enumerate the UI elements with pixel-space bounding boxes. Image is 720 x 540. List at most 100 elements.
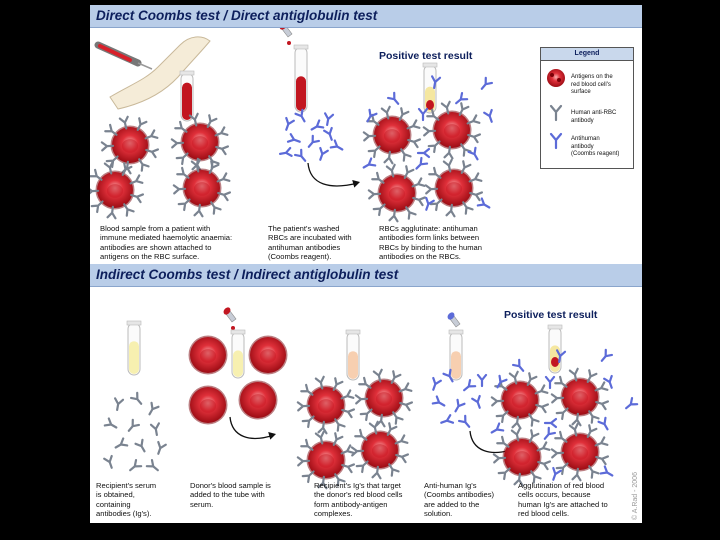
antibody: [190, 158, 201, 173]
coombs-antibody-1: [442, 368, 454, 383]
washed-rbc-tube: [293, 44, 309, 113]
antihuman-antibody-7: [278, 146, 293, 157]
antibody: [355, 460, 369, 474]
antibody: [535, 403, 550, 414]
antibody: [443, 145, 454, 160]
rbc-indirect-agglutinated-3: [550, 422, 610, 482]
antibody: [429, 198, 443, 212]
direct-arrow: [307, 162, 359, 187]
antibody: [460, 160, 472, 174]
antibody: [90, 200, 104, 214]
rbc-indirect-agglutinated-2: [492, 427, 552, 487]
indirect-arrow-1-head: [268, 431, 276, 440]
indirect-linking-antibody-5: [552, 466, 562, 481]
antibody: [412, 196, 427, 207]
linking-antibody-9: [431, 75, 442, 90]
antibody: [123, 203, 135, 217]
antibody: [511, 415, 522, 430]
indirect-linking-antibody-11: [511, 358, 525, 372]
antihuman-antibody-1: [294, 108, 306, 123]
rbc-complex-2: [296, 430, 356, 490]
antibody: [490, 396, 505, 407]
linking-antibody-7: [366, 108, 378, 123]
rbc-donor-3: [238, 380, 278, 420]
antibody: [588, 465, 600, 479]
antihuman-antibody-8: [293, 148, 307, 162]
rbc-direct-agglutinated-2: [367, 163, 427, 223]
antibody: [380, 105, 391, 120]
donor-tube: [230, 329, 246, 379]
indirect-caption-4: Anti-human Ig's (Coombs antibodies) are …: [424, 481, 495, 519]
linking-antibody-11: [386, 91, 400, 105]
antibody: [554, 375, 568, 388]
antibody: [368, 420, 379, 435]
antibody: [296, 401, 311, 412]
diagram-panel: Direct Coombs test / Direct antiglobulin…: [90, 5, 642, 523]
linking-antibody-10: [480, 76, 494, 90]
antibody: [210, 201, 222, 215]
complex-tube: [345, 329, 361, 381]
antibody: [594, 436, 609, 447]
antibody: [426, 108, 440, 121]
legend-antihuman-antibody-icon: [549, 132, 563, 150]
antibody: [332, 432, 344, 446]
antibody: [296, 456, 311, 467]
antibody: [537, 460, 552, 471]
recipient-antibody-2: [148, 401, 160, 416]
antibody: [371, 465, 382, 480]
indirect-caption-3: Recipient's Ig's that target the donor's…: [314, 481, 403, 519]
direct-agglutinate: [426, 100, 434, 110]
linking-antibody-0: [417, 107, 429, 122]
antibody: [371, 171, 385, 184]
recipient-antibody-5: [149, 422, 160, 437]
blood-sample-tube: [179, 70, 195, 122]
antibody: [403, 165, 415, 179]
antibody: [513, 472, 524, 487]
antibody: [388, 208, 399, 223]
antibody: [136, 117, 148, 131]
patient-arm: [109, 36, 211, 110]
recipient-antibody-11: [145, 458, 159, 472]
antibody: [174, 120, 188, 133]
antibody: [388, 463, 400, 477]
recipient-antibody-6: [114, 437, 129, 449]
indirect-caption-5: Agglutination of red blood cells occurs,…: [518, 481, 608, 519]
antibody: [188, 112, 199, 127]
indirect-linking-antibody-6: [599, 465, 614, 477]
linking-antibody-1: [416, 147, 431, 159]
coombs-tube: [448, 329, 464, 381]
antihuman-antibody-2: [310, 119, 325, 131]
antibody: [555, 407, 569, 421]
dropper-donor-blood: [223, 307, 237, 330]
recipient-antibody-10: [129, 458, 143, 472]
indirect-linking-antibody-3: [597, 416, 609, 431]
antibody: [217, 191, 232, 202]
legend-human-antibody-icon: [549, 104, 563, 122]
indirect-arrow-1: [229, 416, 275, 439]
antibody: [176, 166, 190, 179]
antihuman-antibody-6: [323, 126, 333, 141]
antibody: [398, 107, 410, 121]
antibody: [362, 131, 377, 142]
antibody: [100, 141, 115, 152]
antihuman-antibody-10: [329, 139, 344, 151]
antibody: [400, 148, 412, 162]
antibody: [340, 444, 355, 455]
antibody: [317, 475, 328, 490]
antibody: [177, 198, 191, 212]
antibody: [215, 145, 230, 156]
legend-item-antigen: Antigens on the red blood cell's surface: [571, 74, 613, 95]
antibody: [90, 186, 100, 197]
antibody: [586, 369, 598, 383]
antibody: [571, 412, 582, 427]
antibody: [341, 408, 356, 419]
indirect-linking-antibody-2: [543, 426, 557, 440]
antibody: [496, 435, 510, 448]
coombs-antibody-7: [440, 414, 455, 424]
recipient-antibody-0: [114, 397, 125, 412]
antibody: [445, 203, 456, 218]
syringe-blood: [98, 44, 132, 62]
rbc-complex-0: [296, 375, 356, 435]
antibody: [367, 189, 382, 200]
antibody: [554, 430, 568, 443]
